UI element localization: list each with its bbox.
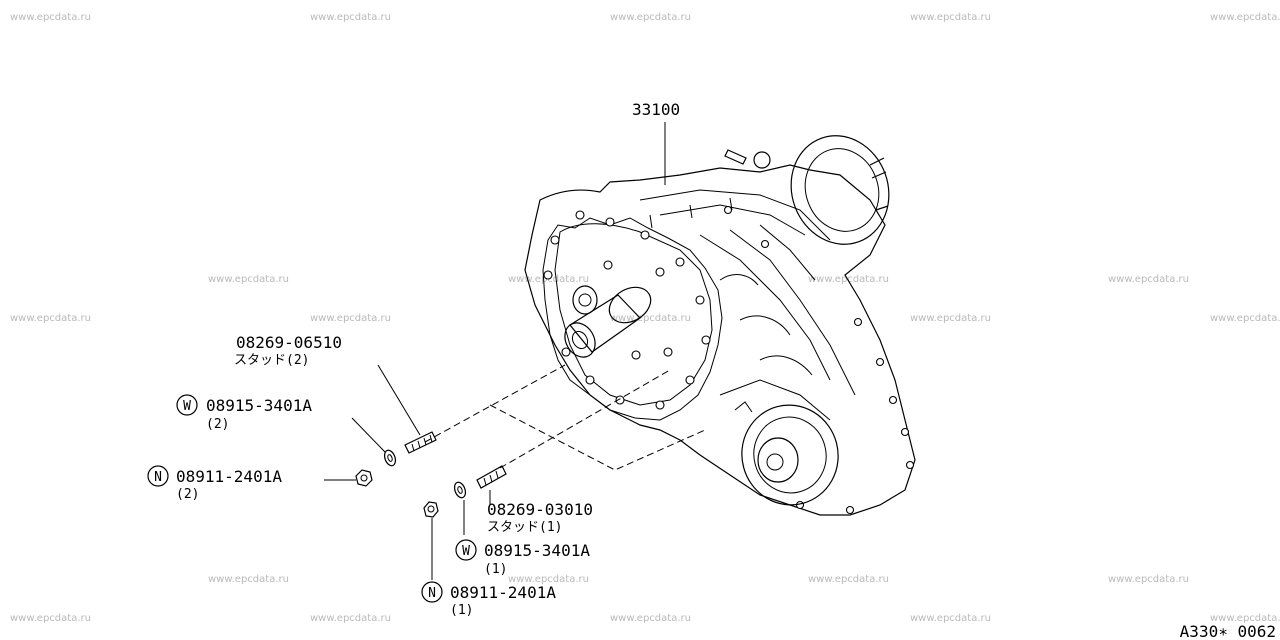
transfer-case-drawing — [524, 122, 916, 516]
leader-lines — [324, 364, 491, 580]
part-note: スタッド(1) — [487, 520, 562, 535]
part-number: 08269-06510 — [236, 333, 342, 352]
watermark: www.epcdata.ru — [808, 274, 889, 285]
part-number: 08911-2401A — [176, 467, 282, 486]
label-stud-lower: 08269-03010 スタッド(1) — [487, 500, 593, 535]
part-number: 08269-03010 — [487, 500, 593, 519]
stud-lower — [476, 465, 507, 489]
washer-lower — [453, 481, 467, 499]
watermark: www.epcdata.ru — [910, 613, 991, 624]
part-note: (1) — [484, 562, 507, 577]
watermark: www.epcdata.ru — [910, 313, 991, 324]
washer-symbol: W — [183, 399, 191, 414]
washer-left — [383, 449, 397, 467]
part-number: 08915-3401A — [206, 396, 312, 415]
nut-symbol: N — [154, 470, 162, 485]
part-number: 08915-3401A — [484, 541, 590, 560]
watermark: www.epcdata.ru — [10, 12, 91, 23]
watermark: www.epcdata.ru — [10, 313, 91, 324]
watermark: www.epcdata.ru — [610, 12, 691, 23]
watermark: www.epcdata.ru — [310, 12, 391, 23]
watermark: www.epcdata.ru — [310, 613, 391, 624]
washer-symbol: W — [462, 544, 470, 559]
part-note: (1) — [450, 603, 473, 618]
nut-lower — [423, 501, 439, 518]
label-stud-upper: 08269-06510 スタッド(2) — [234, 333, 342, 368]
part-note: スタッド(2) — [234, 353, 309, 368]
watermark: www.epcdata.ru — [1210, 12, 1280, 23]
assembly-dashed-lines — [424, 364, 706, 471]
part-note: (2) — [176, 487, 199, 502]
watermark: www.epcdata.ru — [1210, 313, 1280, 324]
label-nut-left: N 08911-2401A (2) — [147, 465, 282, 502]
watermark: www.epcdata.ru — [508, 574, 589, 585]
assembly-part-number: 33100 — [632, 100, 680, 119]
part-number: 08911-2401A — [450, 583, 556, 602]
watermark: www.epcdata.ru — [208, 574, 289, 585]
part-note: (2) — [206, 417, 229, 432]
stud-upper — [404, 431, 437, 454]
watermark: www.epcdata.ru — [610, 313, 691, 324]
watermark: www.epcdata.ru — [610, 613, 691, 624]
nut-symbol: N — [428, 586, 436, 601]
watermark: www.epcdata.ru — [1108, 574, 1189, 585]
watermark: www.epcdata.ru — [10, 613, 91, 624]
diagram-code: A330∗ 0062 — [1180, 622, 1276, 640]
watermark: www.epcdata.ru — [1108, 274, 1189, 285]
label-washer-lower: W 08915-3401A (1) — [455, 539, 590, 577]
label-washer-left: W 08915-3401A (2) — [176, 394, 312, 432]
watermark: www.epcdata.ru — [910, 12, 991, 23]
watermark: www.epcdata.ru — [808, 574, 889, 585]
label-nut-lower: N 08911-2401A (1) — [421, 581, 556, 618]
watermark: www.epcdata.ru — [208, 274, 289, 285]
watermark: www.epcdata.ru — [1210, 613, 1280, 624]
nut-left — [355, 469, 373, 487]
label-33100: 33100 — [632, 100, 680, 119]
watermark: www.epcdata.ru — [310, 313, 391, 324]
